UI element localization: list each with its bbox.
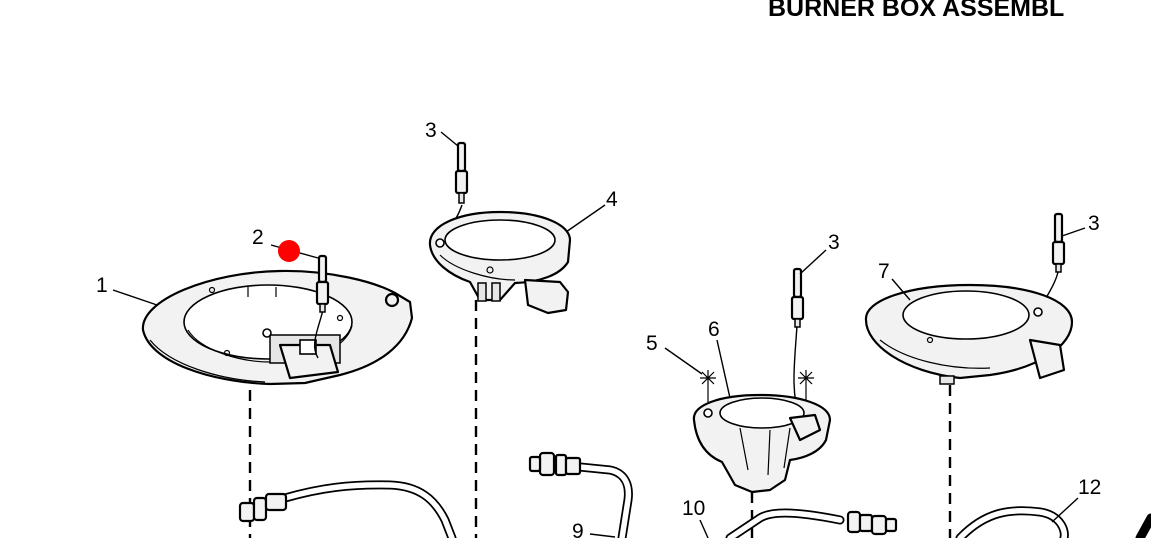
callout-5: 5 [646,332,658,355]
callout-7: 7 [878,260,890,283]
diagram-title: BURNER BOX ASSEMBL [768,0,1065,22]
callout-4: 4 [606,188,618,211]
callout-3a: 3 [425,119,437,142]
part-2-igniter[interactable] [314,254,330,359]
part-4-burner-housing[interactable] [428,210,572,315]
callout-3b: 3 [828,231,840,254]
callout-1: 1 [96,274,108,297]
callout-10: 10 [682,497,705,520]
part-5-screw-right[interactable] [798,370,814,402]
main-gas-tube[interactable] [238,480,457,538]
part-1-burner-plate[interactable] [141,269,414,386]
callout-3c: 3 [1088,212,1100,235]
part-3-igniter-c[interactable] [1039,212,1066,311]
part-9-gas-tube[interactable] [528,451,633,538]
callout-9: 9 [572,520,584,538]
part-6-burner-housing[interactable] [692,393,832,494]
callout-6: 6 [708,318,720,341]
part-5-screw-left[interactable] [700,370,716,402]
part-7-burner-plate[interactable] [864,283,1074,385]
selection-marker[interactable] [278,240,300,262]
callout-2: 2 [252,226,264,249]
part-12-tube-loop[interactable] [955,506,1151,538]
callout-12: 12 [1078,476,1101,499]
part-10-gas-tube[interactable] [725,508,898,538]
